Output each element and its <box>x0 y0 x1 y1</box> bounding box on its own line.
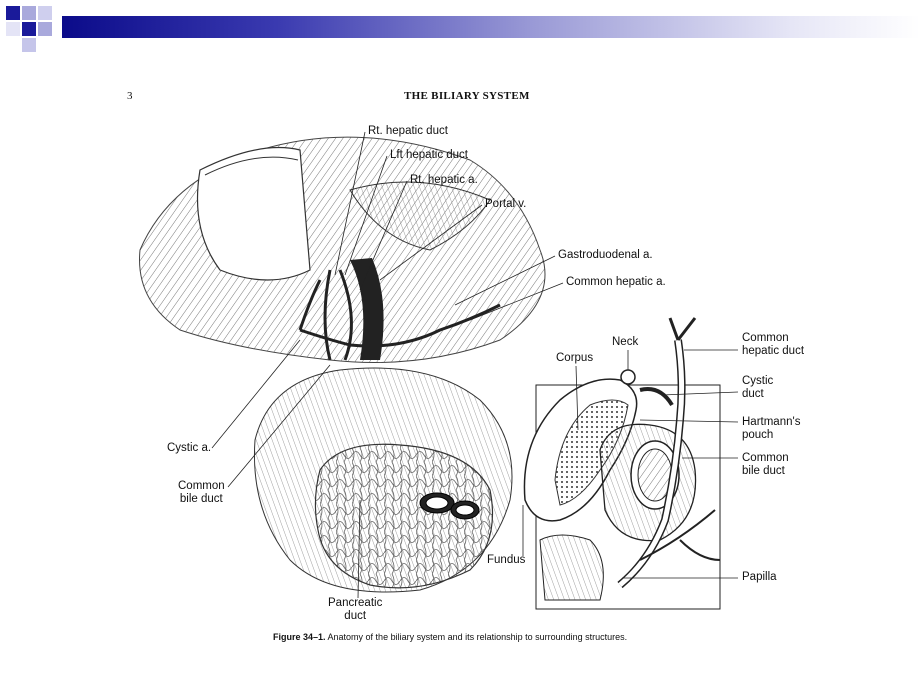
label-cystic-a: Cystic a. <box>167 442 212 454</box>
label-rt-hepatic-a: Rt. hepatic a. <box>410 174 478 186</box>
deco-square <box>22 38 36 52</box>
portal-vein <box>350 258 384 360</box>
deco-square <box>22 6 36 20</box>
caption-text: Anatomy of the biliary system and its re… <box>325 632 628 642</box>
gallbladder-inset <box>523 317 721 601</box>
deco-square <box>6 22 20 36</box>
deco-square <box>38 6 52 20</box>
label-lft-hepatic-duct: Lft hepatic duct <box>390 149 468 161</box>
gradient-bar <box>62 16 920 38</box>
figure-caption: Figure 34–1. Anatomy of the biliary syst… <box>273 632 627 642</box>
page-header-title: THE BILIARY SYSTEM <box>404 90 530 102</box>
figure-label: Figure 34–1. <box>273 632 326 642</box>
title-bar-decoration <box>0 0 920 52</box>
deco-square <box>22 22 36 36</box>
page-number: 3 <box>127 90 133 102</box>
label-portal-v: Portal v. <box>485 198 527 210</box>
label-papilla: Papilla <box>742 571 777 583</box>
label-common-hepatic-duct: Common hepatic duct <box>742 332 805 357</box>
deco-square <box>38 22 52 36</box>
deco-square <box>6 6 20 20</box>
pancreas <box>314 443 494 589</box>
label-neck: Neck <box>612 336 639 348</box>
label-pancreatic-duct: Pancreatic duct <box>328 597 383 622</box>
liver-mass <box>139 136 546 363</box>
hepatic-vessels <box>298 269 501 361</box>
label-rt-hepatic-duct: Rt. hepatic duct <box>368 125 448 137</box>
label-common-hepatic-a: Common hepatic a. <box>566 276 666 288</box>
label-cystic-duct: Cystic duct <box>742 375 774 400</box>
label-common-bile-duct-left: Common bile duct <box>178 480 225 505</box>
label-corpus: Corpus <box>556 352 594 364</box>
label-fundus: Fundus <box>487 554 526 566</box>
leader-lines <box>211 131 739 599</box>
label-common-bile-duct-right: Common bile duct <box>742 452 789 477</box>
label-gastroduodenal-a: Gastroduodenal a. <box>558 249 653 261</box>
label-hartmanns-pouch: Hartmann's pouch <box>742 416 801 441</box>
